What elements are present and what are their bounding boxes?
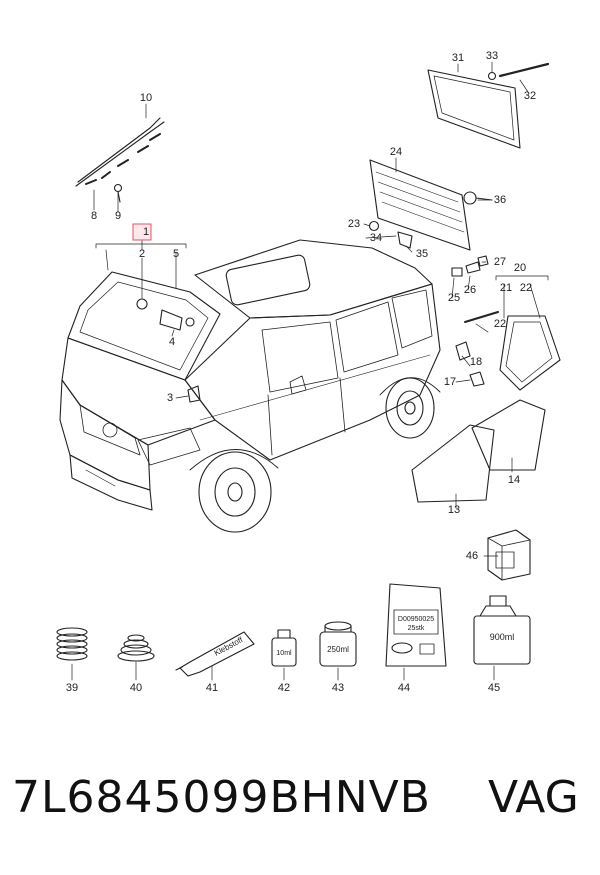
callout-36: 36 (494, 194, 506, 206)
callout-25: 25 (448, 292, 460, 304)
callout-4: 4 (169, 336, 175, 348)
callout-40: 40 (130, 682, 142, 694)
callout-21: 21 (500, 282, 512, 294)
label-can: 250ml (327, 645, 349, 654)
callout-23: 23 (348, 218, 360, 230)
item-42-bottle (271, 629, 297, 667)
callout-33: 33 (486, 50, 498, 62)
item-40-cone (117, 634, 155, 662)
callout-labels: 1 2 3 4 5 8 9 10 13 14 17 18 20 21 22 22… (66, 50, 536, 694)
item-41-tube (175, 631, 255, 677)
callout-14: 14 (508, 474, 520, 486)
label-kit-qty: 25stk (408, 625, 425, 632)
callout-2: 2 (139, 248, 145, 260)
callout-20: 20 (514, 262, 526, 274)
callout-41: 41 (206, 682, 218, 694)
label-bottle-small: 10ml (276, 650, 292, 657)
consumables-row (56, 529, 531, 677)
item-44-kit (385, 583, 447, 667)
side-window-group (451, 255, 561, 391)
callout-34: 34 (370, 232, 382, 244)
callout-43: 43 (332, 682, 344, 694)
tailgate-group (368, 159, 493, 251)
label-kit-code: D00950025 (398, 616, 434, 623)
callout-22b: 22 (494, 318, 506, 330)
rear-window-group (427, 62, 550, 149)
callout-24: 24 (390, 146, 402, 158)
item-43-can (319, 621, 357, 667)
brand-label: VAG (488, 772, 579, 823)
callout-22: 22 (520, 282, 532, 294)
callout-27: 27 (494, 256, 506, 268)
callout-44: 44 (398, 682, 410, 694)
callout-42: 42 (278, 682, 290, 694)
callout-8: 8 (91, 210, 97, 222)
item-45-bottle (473, 595, 531, 665)
callout-31: 31 (452, 52, 464, 64)
leader-lines (71, 61, 549, 681)
callout-45: 45 (488, 682, 500, 694)
callout-32: 32 (524, 90, 536, 102)
callout-1: 1 (143, 226, 149, 238)
trim-strip-group (75, 117, 165, 203)
callout-5: 5 (173, 248, 179, 260)
callout-26: 26 (464, 284, 476, 296)
callout-39: 39 (66, 682, 78, 694)
callout-3: 3 (167, 392, 173, 404)
callout-9: 9 (115, 210, 121, 222)
callout-17: 17 (444, 376, 456, 388)
label-tube: Klebstoff (213, 635, 245, 658)
car-illustration (59, 239, 441, 533)
part-number: 7L6845099BHNVB (12, 772, 431, 823)
item-39-coil (56, 627, 88, 661)
callout-13: 13 (448, 504, 460, 516)
windshield-parts (136, 298, 201, 403)
callout-10: 10 (140, 92, 152, 104)
callout-35: 35 (416, 248, 428, 260)
product-labels: Klebstoff 10ml 250ml D00950025 25stk 900… (213, 616, 515, 658)
item-46-box (487, 529, 531, 581)
callout-18: 18 (470, 356, 482, 368)
side-glass-group (411, 399, 546, 503)
label-bottle-large: 900ml (490, 632, 515, 642)
callout-46: 46 (466, 550, 478, 562)
highlight-box (132, 223, 152, 241)
